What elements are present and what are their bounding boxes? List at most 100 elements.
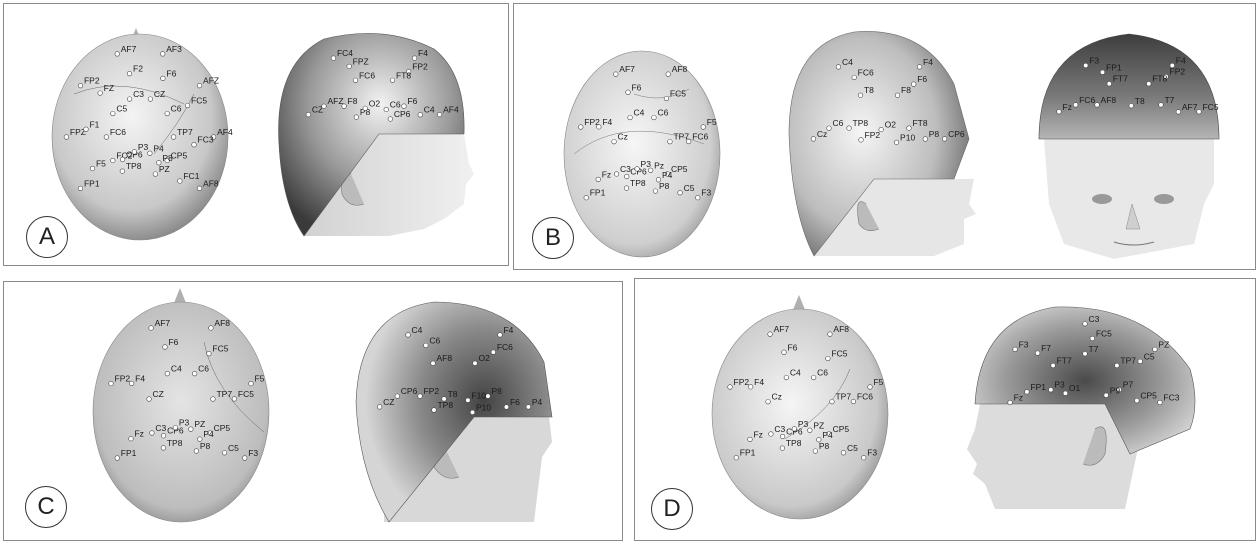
electrode-label: CZ: [154, 89, 165, 99]
electrode-marker: [163, 345, 168, 350]
panel-label-b: B: [532, 217, 574, 259]
electrode-label: FP1: [1106, 62, 1122, 72]
electrode-label: F4: [1176, 56, 1186, 66]
electrode-marker: [406, 333, 411, 338]
electrode-label: TP8: [630, 178, 646, 188]
electrode-label: F5: [873, 377, 883, 387]
electrode-label: AFZ: [203, 76, 219, 86]
electrode-marker: [847, 126, 852, 131]
electrode-marker: [418, 394, 423, 399]
electrode-marker: [597, 125, 602, 130]
electrode-label: FT7: [1113, 74, 1128, 84]
electrode-marker: [813, 449, 818, 454]
electrode-marker: [1083, 63, 1088, 68]
electrode-marker: [129, 436, 134, 441]
head-top-view: [93, 302, 269, 522]
electrode-label: FC6: [1079, 95, 1095, 105]
electrode-marker: [1176, 110, 1181, 115]
electrode-marker: [828, 332, 833, 337]
electrode-marker: [173, 425, 178, 430]
electrode-marker: [695, 195, 700, 200]
electrode-label: FC6: [497, 342, 513, 352]
electrode-label: FT8: [396, 70, 411, 80]
electrode-marker: [1158, 400, 1163, 405]
electrode-label: AF8: [214, 318, 230, 328]
electrode-label: AF3: [166, 44, 182, 54]
electrode-marker: [161, 76, 166, 81]
electrode-label: F6: [166, 68, 176, 78]
electrode-label: C4: [424, 105, 435, 115]
electrode-marker: [1083, 322, 1088, 327]
electrode-marker: [1013, 347, 1018, 352]
electrode-marker: [1115, 363, 1120, 368]
electrode-marker: [894, 140, 899, 145]
electrode-marker: [491, 350, 496, 355]
electrode-marker: [486, 394, 491, 399]
electrode-label: C4: [412, 325, 423, 335]
electrode-label: O2: [478, 353, 490, 363]
electrode-marker: [859, 138, 864, 143]
panel-d-figure: FP1FP2AF7AF8F5F3FzF4F6FC5FC6C5C3CzC4C6TP…: [635, 279, 1256, 541]
electrode-label: FC6: [858, 67, 874, 77]
electrode-label: TP8: [167, 438, 183, 448]
electrode-label: F4: [135, 373, 145, 383]
electrode-label: F1: [89, 119, 99, 129]
electrode-marker: [185, 103, 190, 108]
electrode-marker: [1063, 391, 1068, 396]
electrode-label: CZ: [383, 397, 394, 407]
electrode-marker: [153, 172, 158, 177]
electrode-marker: [748, 437, 753, 442]
electrode-label: C5: [847, 443, 858, 453]
electrode-label: F4: [418, 48, 428, 58]
electrode-marker: [666, 72, 671, 77]
electrode-marker: [431, 361, 436, 366]
electrode-label: F6: [407, 96, 417, 106]
head-front-view: [1039, 34, 1219, 139]
electrode-label: C6: [657, 108, 668, 118]
electrode-marker: [911, 82, 916, 87]
electrode-label: FT8: [1152, 74, 1167, 84]
electrode-marker: [1138, 359, 1143, 364]
electrode-label: O2: [369, 98, 381, 108]
electrode-label: AF7: [121, 44, 137, 54]
electrode-label: T7: [1089, 344, 1099, 354]
electrode-marker: [734, 455, 739, 460]
electrode-marker: [90, 166, 95, 171]
electrode-marker: [728, 385, 733, 390]
electrode-label: T8: [864, 85, 874, 95]
electrode-marker: [701, 125, 706, 130]
electrode-label: TP7: [177, 127, 193, 137]
panel-c-figure: FP1FP2AF7AF8F5F3FzF4F6FC5FC5C5C3CZC4C6TP…: [4, 282, 623, 541]
electrode-label: AF7: [619, 64, 635, 74]
electrode-marker: [150, 431, 155, 436]
electrode-label: FC3: [1163, 393, 1179, 403]
panel-label-d: D: [651, 488, 693, 530]
electrode-marker: [648, 168, 653, 173]
electrode-marker: [1008, 400, 1013, 405]
electrode-label: Fz: [602, 169, 611, 179]
electrode-label: P8: [929, 129, 940, 139]
electrode-marker: [354, 115, 359, 120]
electrode-marker: [466, 398, 471, 403]
electrode-label: Cz: [772, 392, 782, 402]
electrode-marker: [628, 115, 633, 120]
electrode-label: PZ: [159, 164, 170, 174]
electrode-marker: [98, 91, 103, 96]
electrode-label: TP7: [1120, 355, 1136, 365]
electrode-label: FT7: [1057, 355, 1072, 365]
electrode-marker: [780, 434, 785, 439]
electrode-marker: [211, 397, 216, 402]
electrode-marker: [473, 361, 478, 366]
electrode-marker: [841, 450, 846, 455]
electrode-marker: [858, 93, 863, 98]
electrode-label: TP7: [673, 132, 689, 142]
electrode-label: C6: [171, 104, 182, 114]
electrode-label: P10: [476, 402, 491, 412]
electrode-marker: [64, 135, 69, 140]
electrode-marker: [249, 381, 254, 386]
electrode-label: P4: [662, 170, 673, 180]
electrode-marker: [132, 150, 137, 155]
head-top-view: [564, 51, 720, 257]
electrode-label: C6: [429, 335, 440, 345]
